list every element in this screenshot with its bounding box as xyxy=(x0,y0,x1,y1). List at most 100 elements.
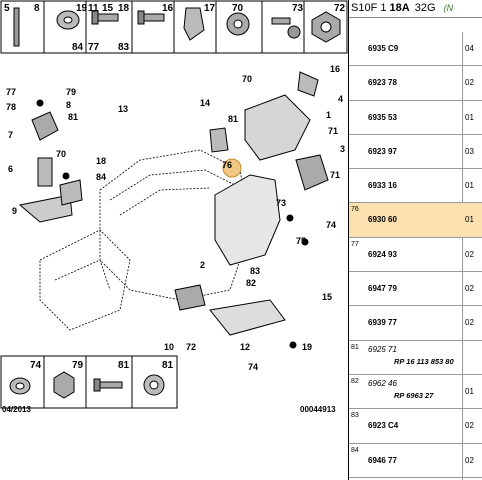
callout: 3 xyxy=(340,144,345,154)
row-index: 84 xyxy=(351,446,359,454)
left-mount-group xyxy=(18,99,83,223)
callout: 14 xyxy=(200,98,210,108)
quantity: 01 xyxy=(465,112,474,122)
top-part-label: 5 xyxy=(4,3,10,14)
top-part-label: 8 xyxy=(34,3,40,14)
table-row[interactable]: 81 6925 71 RP 16 113 853 80 xyxy=(349,341,482,375)
callout: 19 xyxy=(302,342,312,352)
variant-code: 32G xyxy=(414,2,436,14)
callout: 78 xyxy=(6,102,16,112)
engine-block-drawing xyxy=(39,149,251,331)
callout: 76 xyxy=(222,160,232,170)
row-index: 76 xyxy=(351,206,359,214)
callout: 70 xyxy=(56,149,66,159)
table-row[interactable]: 6935 C9 04 xyxy=(349,32,482,67)
bolt-icon xyxy=(97,381,123,389)
part-reference[interactable]: 6939 77 xyxy=(368,318,397,328)
quantity: 01 xyxy=(465,386,474,396)
quantity: 01 xyxy=(465,215,474,225)
top-part-label: 19 xyxy=(76,3,88,14)
bottom-parts-strip: 74 79 81 81 xyxy=(0,355,178,409)
table-row[interactable]: 82 6962 46 RP 6963 27 01 xyxy=(349,375,482,410)
part-reference[interactable]: 6930 60 xyxy=(368,215,397,225)
callout: 72 xyxy=(186,342,196,352)
nut-icon xyxy=(53,371,75,399)
bolt-icon xyxy=(141,13,165,22)
callout: 16 xyxy=(330,64,340,74)
top-part-label: 77 xyxy=(88,42,100,53)
table-row[interactable]: 84 6946 77 02 xyxy=(349,444,482,478)
part-reference[interactable]: 6924 93 xyxy=(368,249,397,259)
bottom-part-label: 74 xyxy=(30,360,42,371)
part-reference[interactable]: 6935 53 xyxy=(368,112,397,122)
quantity: 04 xyxy=(465,44,474,53)
callout: 84 xyxy=(96,172,106,182)
quantity: 02 xyxy=(465,318,474,328)
part-reference[interactable]: 6925 71 xyxy=(368,344,397,354)
bottom-part-label: 81 xyxy=(162,360,174,371)
bottom-part-label: 79 xyxy=(72,360,84,371)
row-index: 81 xyxy=(351,343,359,351)
callout: 18 xyxy=(96,156,106,166)
callout-labels: 77 79 78 8 7 6 9 81 70 18 84 13 14 76 81… xyxy=(6,64,345,372)
top-part-label: 83 xyxy=(118,42,130,53)
table-row[interactable]: 6939 77 02 xyxy=(349,306,482,341)
bolt-icon xyxy=(271,17,291,25)
replacement-reference: RP 6963 27 xyxy=(394,390,434,400)
clip-icon xyxy=(183,7,205,41)
quantity: 01 xyxy=(465,181,474,191)
quantity: 02 xyxy=(465,284,474,294)
replacement-reference: RP 16 113 853 80 xyxy=(394,356,454,366)
part-reference[interactable]: 6935 C9 xyxy=(368,44,399,53)
callout: 81 xyxy=(68,112,78,122)
table-row[interactable]: 6947 79 02 xyxy=(349,272,482,307)
row-index: 83 xyxy=(351,412,359,420)
part-reference[interactable]: 6923 97 xyxy=(368,146,397,156)
table-row[interactable]: 6933 16 01 xyxy=(349,169,482,204)
row-index: 82 xyxy=(351,377,359,385)
part-reference[interactable]: 6947 79 xyxy=(368,284,397,294)
callout: 10 xyxy=(164,342,174,352)
exploded-parts-diagram: 5 8 19 11 15 18 16 17 70 73 72 84 77 83 xyxy=(0,0,348,409)
callout: 77 xyxy=(6,87,16,97)
callout: 8 xyxy=(66,100,71,110)
part-reference[interactable]: 6962 46 xyxy=(368,378,397,388)
top-part-label: 15 xyxy=(102,3,114,14)
engine-code: 18A xyxy=(389,2,410,14)
row-index: 77 xyxy=(351,240,359,248)
callout: 13 xyxy=(118,104,128,114)
callout: 73 xyxy=(276,198,286,208)
callout: 79 xyxy=(66,87,76,97)
top-parts-strip: 5 8 19 11 15 18 16 17 70 73 72 84 77 83 xyxy=(0,0,348,54)
part-reference[interactable]: 6923 78 xyxy=(368,78,397,88)
callout: 70 xyxy=(242,74,252,84)
callout: 6 xyxy=(8,164,13,174)
part-reference[interactable]: 6946 77 xyxy=(368,455,397,465)
table-row[interactable]: 76 6930 60 01 xyxy=(349,203,482,238)
callout: 83 xyxy=(250,266,260,276)
callout: 74 xyxy=(248,362,258,372)
part-reference[interactable]: 6923 C4 xyxy=(368,421,399,431)
callout: 12 xyxy=(240,342,250,352)
callout: 2 xyxy=(200,260,205,270)
callout: 74 xyxy=(326,220,336,230)
quantity: 02 xyxy=(465,455,474,465)
table-row[interactable]: 6935 53 01 xyxy=(349,101,482,135)
footer-date: 04/2013 xyxy=(2,405,31,414)
callout: 71 xyxy=(330,170,340,180)
top-part-label: 11 xyxy=(88,3,99,14)
top-part-label: 73 xyxy=(292,3,304,14)
callout: 9 xyxy=(12,206,17,216)
top-part-label: 72 xyxy=(334,3,346,14)
part-reference[interactable]: 6933 16 xyxy=(368,181,397,191)
right-bracket-group xyxy=(174,71,329,349)
stud-icon xyxy=(13,7,20,47)
callout: 1 xyxy=(326,110,331,120)
model-code: S10F 1 xyxy=(351,2,387,14)
